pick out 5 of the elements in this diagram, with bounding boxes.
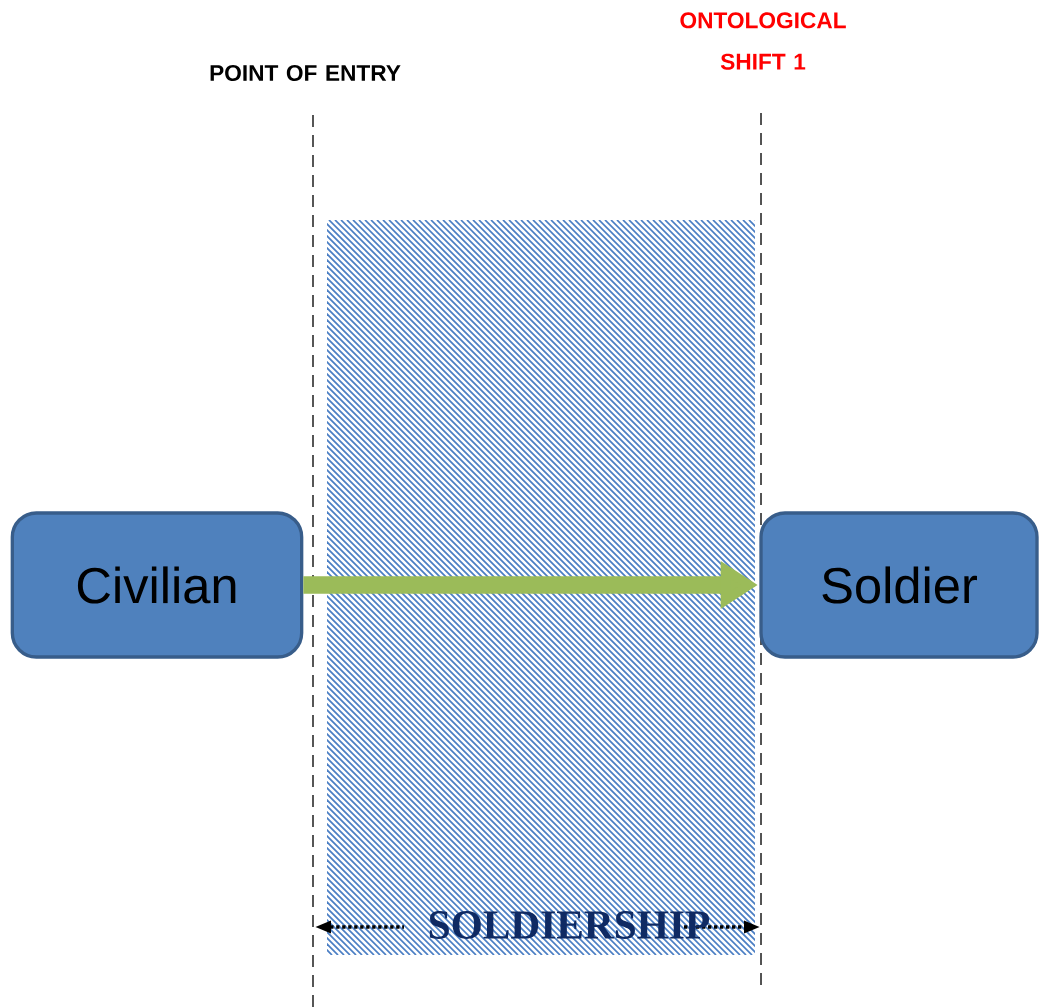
shift-label: ONTOLOGICAL SHIFT 1: [680, 12, 846, 70]
band-label: SOLDIERSHIP: [429, 911, 709, 939]
boundary-label: POINT OF ENTRY: [210, 65, 401, 82]
process-box: Soldier: [759, 511, 1039, 659]
process-box: Civilian: [10, 511, 304, 659]
